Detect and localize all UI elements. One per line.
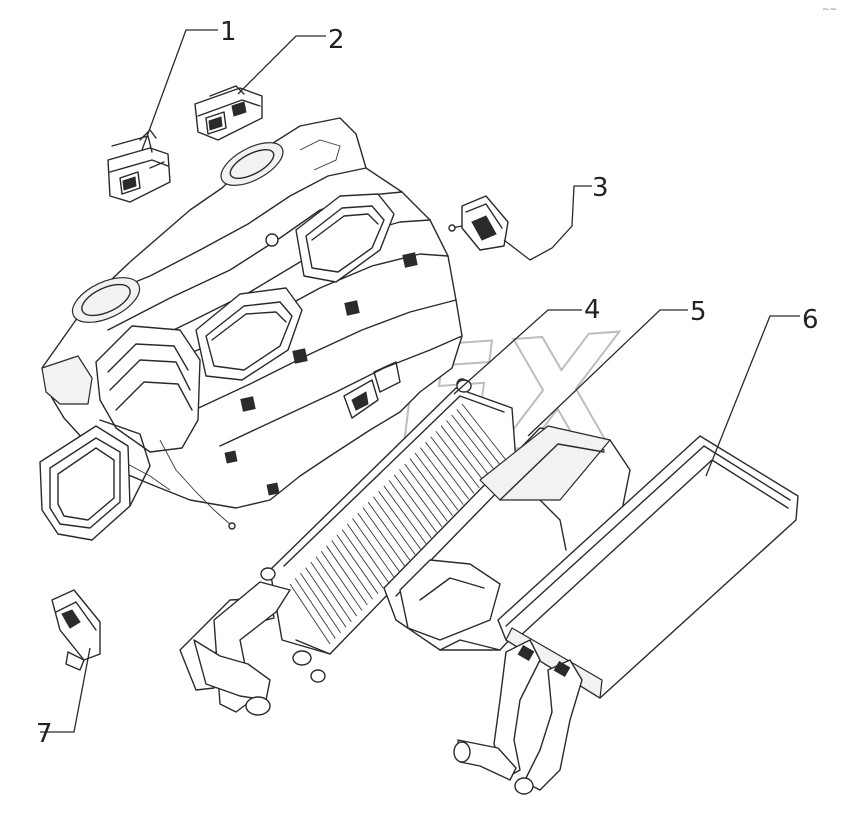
leader-4 xyxy=(453,309,582,395)
fin-line xyxy=(373,496,416,556)
front-frame xyxy=(39,419,151,541)
callout-6: 6 xyxy=(802,305,819,335)
fin-line xyxy=(404,463,448,522)
callout-1: 1 xyxy=(220,17,237,47)
fin-line xyxy=(336,534,379,595)
part-2-actuator xyxy=(194,85,263,141)
fin-line xyxy=(352,518,395,578)
fin-line xyxy=(393,474,438,533)
part-4-evaporator-core xyxy=(179,379,517,716)
fin-line xyxy=(456,409,502,466)
leader-6 xyxy=(705,315,800,477)
part-6-heater-core xyxy=(453,435,799,795)
fin-line xyxy=(461,403,507,461)
fin-line xyxy=(451,414,496,472)
fin-line xyxy=(300,572,342,634)
leader-2 xyxy=(237,35,326,95)
fin-line xyxy=(440,425,486,483)
fin-line xyxy=(320,551,363,611)
leader-5 xyxy=(527,309,688,437)
callout-3: 3 xyxy=(592,173,609,203)
fin-line xyxy=(399,469,443,528)
corner-mark: ~~ xyxy=(822,5,837,15)
fin-line xyxy=(378,491,422,550)
callout-5: 5 xyxy=(690,297,707,327)
fin-line xyxy=(326,545,368,606)
fin-line xyxy=(435,430,480,489)
fin-line xyxy=(331,540,374,600)
fin-line xyxy=(388,480,432,539)
fin-line xyxy=(341,529,384,589)
fin-line xyxy=(289,583,331,645)
fin-line xyxy=(305,567,347,628)
callout-4: 4 xyxy=(584,295,601,325)
fin-line xyxy=(310,561,352,622)
leader-7 xyxy=(40,647,91,733)
callout-labels: 1 2 3 4 5 6 7 xyxy=(36,17,819,749)
part-5-heater-case xyxy=(383,425,631,651)
fin-line xyxy=(446,420,491,478)
part-3-actuator xyxy=(448,195,509,251)
leader-3 xyxy=(503,185,592,261)
callout-7: 7 xyxy=(36,719,53,749)
fin-line xyxy=(409,458,454,517)
part-1-actuator xyxy=(107,129,171,203)
fin-line xyxy=(419,447,464,505)
fin-line xyxy=(357,512,400,572)
part-7-sensor xyxy=(51,589,101,671)
fin-line xyxy=(362,507,406,567)
fin-line xyxy=(425,441,470,500)
leader-1 xyxy=(141,29,218,151)
callout-2: 2 xyxy=(328,25,345,55)
fin-line xyxy=(315,556,358,617)
fin-line xyxy=(294,578,336,639)
leader-lines xyxy=(40,29,800,733)
fin-line xyxy=(414,452,459,511)
hvac-housing xyxy=(41,117,468,530)
fin-line xyxy=(430,436,475,494)
evaporator-fins xyxy=(289,403,507,645)
fin-line xyxy=(367,501,411,561)
fin-line xyxy=(383,485,427,544)
fin-line xyxy=(346,523,390,583)
